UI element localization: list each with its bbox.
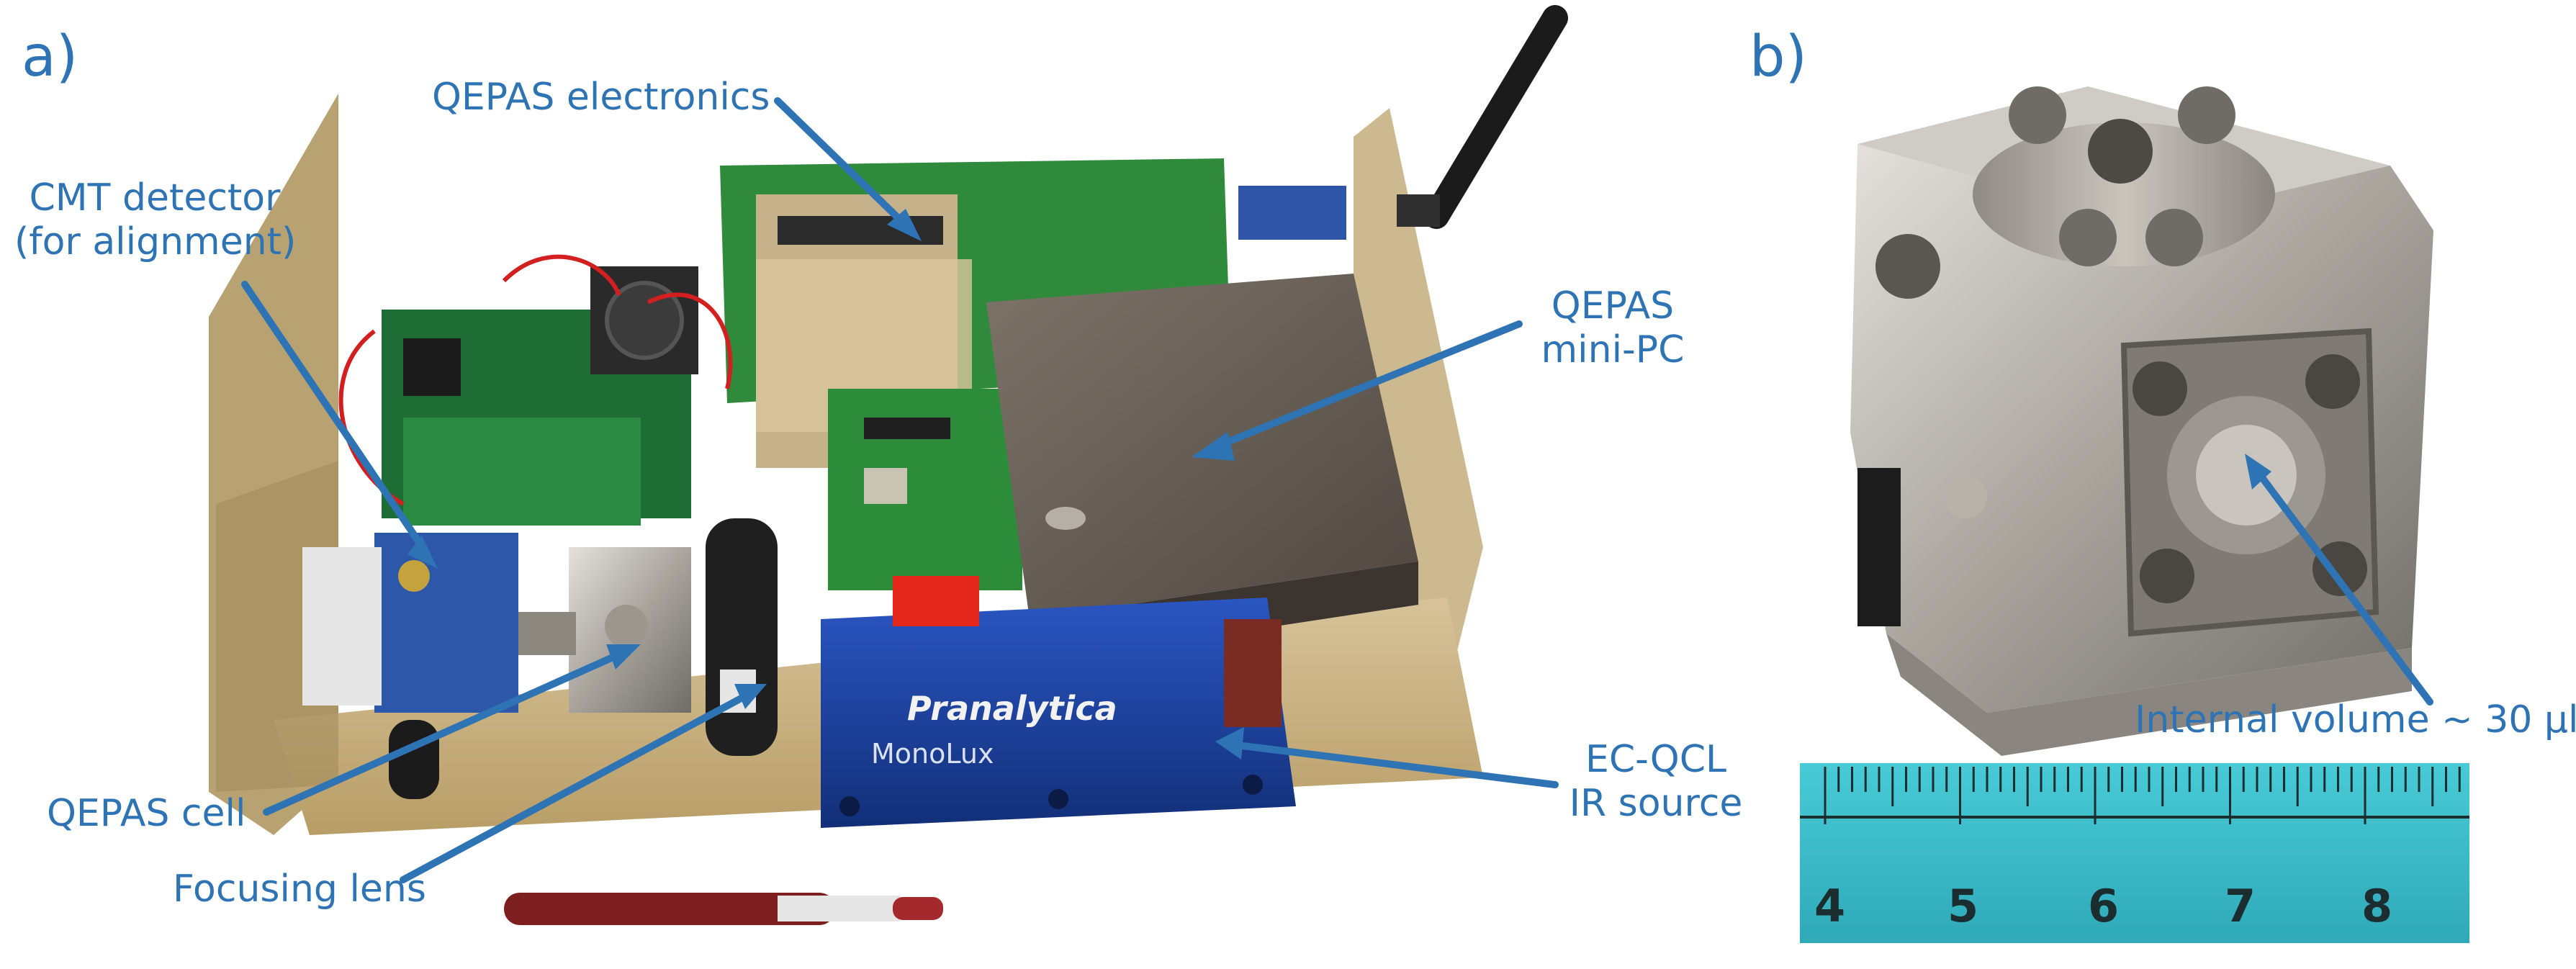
ruler-number-8: 8	[2361, 880, 2392, 932]
line-ecqcl	[1233, 742, 1559, 788]
ecqcl-laser	[821, 576, 1296, 828]
callout-focusing-lens: Focusing lens	[173, 867, 426, 911]
panel-a-label: a)	[22, 24, 78, 89]
callout-qepas-minipc-line1: QEPAS	[1551, 284, 1675, 328]
arrowhead-internal-volume	[2245, 454, 2271, 490]
callout-cmt-detector-line2: (for alignment)	[14, 220, 297, 264]
laser-model-text: MonoLux	[871, 738, 994, 770]
callout-qepas-cell: QEPAS cell	[47, 792, 246, 835]
callout-ecqcl-line2: IR source	[1569, 782, 1743, 826]
callout-internal-volume: Internal volume ~ 30 µl	[2135, 698, 2576, 742]
line-qepas-cell	[263, 652, 621, 816]
arrowhead-cmt-detector	[407, 536, 438, 569]
ruler-number-7: 7	[2225, 880, 2256, 932]
ruler-number-4: 4	[1814, 880, 1845, 932]
ruler-number-5: 5	[1947, 880, 1978, 932]
callout-lines	[241, 97, 2433, 883]
callout-qepas-electronics: QEPAS electronics	[432, 76, 770, 119]
arrowhead-ecqcl	[1215, 727, 1244, 760]
callout-ecqcl-line1: EC-QCL	[1585, 738, 1727, 781]
ruler	[1800, 763, 2469, 943]
callout-qepas-minipc: QEPAS mini-PC	[1519, 284, 1706, 373]
callout-ecqcl: EC-QCL IR source	[1562, 738, 1749, 826]
ruler-number-6: 6	[2088, 880, 2119, 932]
antenna	[1397, 5, 1568, 229]
focusing-lens	[706, 518, 778, 756]
qepas-cell	[518, 547, 691, 713]
qepas-electronics-boards	[720, 158, 1346, 590]
line-internal-volume	[2256, 470, 2433, 706]
arrowhead-focusing-lens	[734, 684, 767, 709]
callout-arrowheads	[407, 209, 2271, 760]
panel-b-label: b)	[1749, 24, 1807, 89]
pen	[504, 893, 943, 925]
line-focusing-lens	[400, 693, 749, 883]
arrowhead-qepas-electronics	[887, 209, 922, 241]
line-cmt-detector	[241, 281, 427, 552]
callout-cmt-detector: CMT detector (for alignment)	[14, 176, 297, 265]
qepas-cell-closeup	[1850, 86, 2433, 756]
arrowhead-qepas-minipc	[1192, 432, 1235, 461]
line-qepas-minipc	[1213, 320, 1523, 450]
callout-cmt-detector-line1: CMT detector	[29, 176, 281, 220]
callout-qepas-minipc-line2: mini-PC	[1541, 328, 1685, 372]
control-pcb	[338, 254, 733, 526]
cmt-detector	[302, 533, 518, 799]
laser-brand-text: Pranalytica	[907, 689, 1117, 728]
arrowhead-qepas-cell	[606, 644, 641, 670]
line-qepas-electronics	[774, 97, 907, 227]
